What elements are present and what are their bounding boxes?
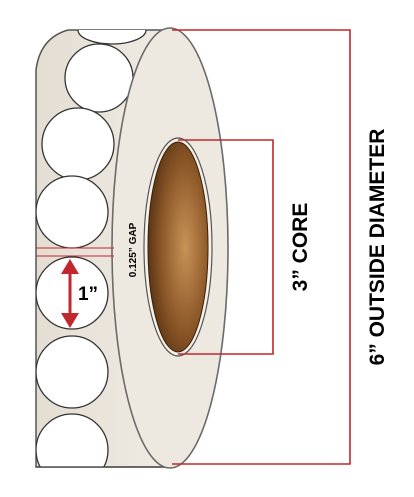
label-size-arrow <box>61 259 79 328</box>
gap-label: 0.125” GAP <box>128 222 139 277</box>
gap-dimension <box>36 247 114 257</box>
label-circle <box>36 413 109 467</box>
label-size-text: 1” <box>78 284 98 305</box>
label-circle <box>64 43 134 113</box>
outside-diameter-label: 6” OUTSIDE DIAMETER <box>366 129 389 366</box>
label-circle <box>36 256 109 330</box>
outside-diameter-dimension <box>172 29 351 465</box>
label-circle <box>36 175 109 249</box>
core-hole <box>147 141 209 353</box>
label-circle <box>41 107 115 181</box>
label-circle <box>36 335 109 409</box>
labels-on-liner <box>36 30 147 467</box>
label-circle <box>77 30 147 45</box>
core-label: 3” CORE <box>289 203 312 292</box>
core-dimension <box>178 139 274 355</box>
